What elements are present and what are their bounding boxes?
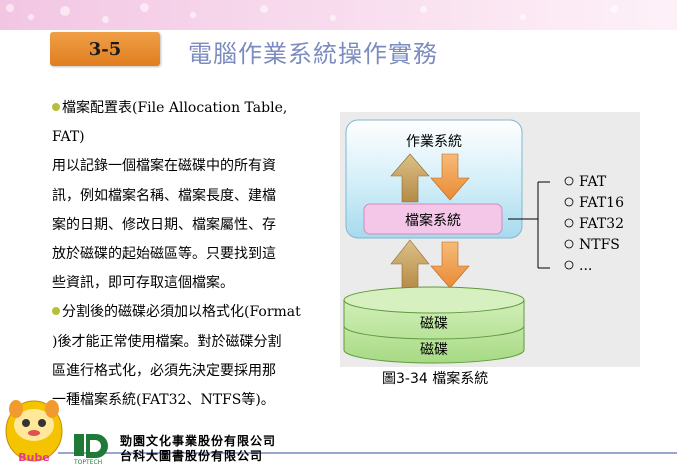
disk-label: 磁碟 [420,342,448,358]
fs-type-list: FAT FAT16 FAT32 NTFS ... [564,174,624,274]
circle-bullet-icon [564,197,574,207]
disk-body [343,299,525,364]
decoration-dot [330,15,336,21]
text-line: 些資訊，即可存取這個檔案。 [52,275,234,292]
text-line: 案的日期、修改日期、檔案屬性、存 [52,216,276,233]
publisher-name: 勁園文化事業股份有限公司 [120,434,277,448]
up-arrow-icon [390,153,430,203]
decoration-dot [610,5,618,13]
file-system-diagram: 作業系統 檔案系統 FAT FAT16 FAT32 NTFS ... 磁碟 磁碟 [340,112,640,367]
down-arrow-icon [430,153,470,201]
mascot-text: Bube [18,451,50,464]
text-line: 檔案配置表(File Allocation Table, FAT) [52,100,288,146]
fs-type-item: FAT16 [579,195,624,211]
text-line: 一種檔案系統(FAT32、NTFS等)。 [52,392,275,409]
fs-type-item: FAT32 [579,216,624,232]
decoration-dot [60,6,70,16]
circle-bullet-icon [564,239,574,249]
decoration-dot [520,14,526,20]
circle-bullet-icon [564,260,574,270]
file-system-label: 檔案系統 [405,212,461,229]
text-line: 用以記錄一個檔案在磁碟中的所有資 [52,158,276,175]
bullet-dot-icon [52,103,60,111]
fs-type-item: ... [579,258,592,274]
text-line: 訊，例如檔案名稱、檔案長度、建檔 [52,187,276,204]
disk-cylinder: 磁碟 磁碟 [343,286,525,364]
body-text: 檔案配置表(File Allocation Table, FAT) 用以記錄一個… [52,94,320,415]
footer-divider [58,452,677,454]
decoration-dot [420,6,427,13]
fs-type-item: NTFS [579,237,620,253]
decoration-dot [28,14,34,20]
decoration-dot [260,5,268,13]
text-line: )後才能正常使用檔案。對於磁碟分割 [52,333,282,350]
figure-caption: 圖3-34 檔案系統 [382,371,489,387]
paragraph-file-allocation-table: 檔案配置表(File Allocation Table, FAT) 用以記錄一個… [52,94,320,298]
down-arrow-icon [430,241,470,289]
decoration-dot [102,16,109,23]
slide-number-badge: 3-5 [50,32,160,66]
text-line: 區進行格式化，必須先決定要採用那 [52,362,276,379]
paragraph-format: 分割後的磁碟必須加以格式化(Format )後才能正常使用檔案。對於磁碟分割 區… [52,298,320,415]
decoration-dot [6,4,14,12]
file-system-box [363,203,503,235]
fs-type-item: FAT [579,174,607,190]
disk-separator [343,325,525,340]
circle-bullet-icon [564,176,574,186]
bullet-dot-icon [52,307,60,316]
os-label: 作業系統 [406,134,462,150]
publisher-name: 台科大圖書股份有限公司 [120,449,264,463]
publisher-logo-icon: TOPTECH [73,434,108,466]
text-line: 放於磁碟的起始磁區等。只要找到這 [52,246,276,263]
disk-label: 磁碟 [420,316,448,332]
disk-top [343,286,525,314]
circle-bullet-icon [564,218,574,228]
decoration-dot [140,3,149,12]
slide-title: 電腦作業系統操作實務 [188,40,438,68]
mascot-icon: Bube [5,400,63,464]
logo-text: TOPTECH [73,459,102,466]
text-line: 分割後的磁碟必須加以格式化(Format [52,298,320,327]
decoration-dot [190,12,196,18]
header-band [0,0,677,30]
